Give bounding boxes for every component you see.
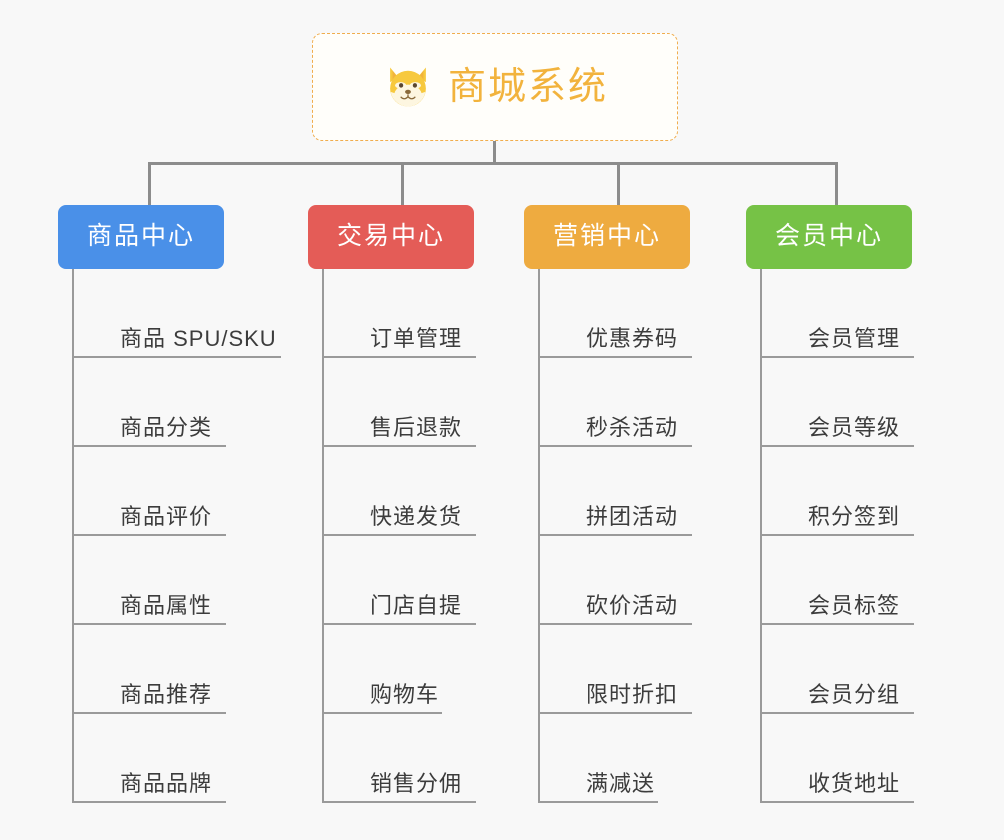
branch-column-2: 交易中心 订单管理 售后退款 快递发货 门店自提 购物车 销售分佣 xyxy=(308,205,558,803)
leaf-label: 会员分组 xyxy=(808,681,901,707)
leaf-item[interactable]: 商品属性 xyxy=(74,536,338,625)
leaf-label: 砍价活动 xyxy=(586,592,679,618)
leaf-item[interactable]: 优惠券码 xyxy=(540,269,774,358)
leaf-label: 积分签到 xyxy=(808,503,901,529)
root-title: 商城系统 xyxy=(447,66,608,108)
shiba-dog-face-icon xyxy=(390,67,426,107)
leaf-item[interactable]: 购物车 xyxy=(324,625,558,714)
leaf-list-2: 订单管理 售后退款 快递发货 门店自提 购物车 销售分佣 xyxy=(322,269,558,803)
branch-header-1[interactable]: 商品中心 xyxy=(58,205,225,269)
leaf-item[interactable]: 门店自提 xyxy=(324,536,558,625)
connector-drop-3 xyxy=(617,162,620,207)
leaf-item[interactable]: 会员等级 xyxy=(762,358,996,447)
leaf-item[interactable]: 积分签到 xyxy=(762,447,996,536)
leaf-label: 商品推荐 xyxy=(120,681,213,707)
leaf-list-1: 商品 SPU/SKU 商品分类 商品评价 商品属性 商品推荐 商品品牌 xyxy=(72,269,338,803)
leaf-label: 售后退款 xyxy=(370,414,463,440)
branch-column-3: 营销中心 优惠券码 秒杀活动 拼团活动 砍价活动 限时折扣 满减送 xyxy=(524,205,774,803)
leaf-label: 商品品牌 xyxy=(120,770,213,796)
connector-root-stem xyxy=(493,141,496,164)
root-node[interactable]: 商城系统 xyxy=(312,33,678,141)
leaf-item[interactable]: 收货地址 xyxy=(762,714,996,803)
leaf-label: 商品分类 xyxy=(120,414,213,440)
branch-header-4[interactable]: 会员中心 xyxy=(746,205,913,269)
leaf-item[interactable]: 会员管理 xyxy=(762,269,996,358)
leaf-item[interactable]: 拼团活动 xyxy=(540,447,774,536)
branch-column-1: 商品中心 商品 SPU/SKU 商品分类 商品评价 商品属性 商品推荐 商品品牌 xyxy=(58,205,338,803)
branch-column-4: 会员中心 会员管理 会员等级 积分签到 会员标签 会员分组 收货地址 xyxy=(746,205,996,803)
leaf-item[interactable]: 会员标签 xyxy=(762,536,996,625)
leaf-label: 会员等级 xyxy=(808,414,901,440)
branch-header-2[interactable]: 交易中心 xyxy=(308,205,475,269)
connector-drop-1 xyxy=(148,162,151,207)
leaf-label: 购物车 xyxy=(370,681,440,707)
leaf-label: 订单管理 xyxy=(370,325,463,351)
leaf-label: 会员标签 xyxy=(808,592,901,618)
leaf-item[interactable]: 秒杀活动 xyxy=(540,358,774,447)
branch-header-3[interactable]: 营销中心 xyxy=(524,205,691,269)
leaf-list-4: 会员管理 会员等级 积分签到 会员标签 会员分组 收货地址 xyxy=(760,269,996,803)
leaf-label: 商品 SPU/SKU xyxy=(120,325,277,351)
leaf-item[interactable]: 商品品牌 xyxy=(74,714,338,803)
connector-horizontal-bus xyxy=(148,162,836,165)
leaf-label: 满减送 xyxy=(586,770,656,796)
leaf-label: 优惠券码 xyxy=(586,325,679,351)
leaf-label: 快递发货 xyxy=(370,503,463,529)
leaf-item[interactable]: 商品评价 xyxy=(74,447,338,536)
leaf-label: 限时折扣 xyxy=(586,681,679,707)
leaf-item[interactable]: 售后退款 xyxy=(324,358,558,447)
leaf-item[interactable]: 订单管理 xyxy=(324,269,558,358)
leaf-item[interactable]: 砍价活动 xyxy=(540,536,774,625)
leaf-label: 拼团活动 xyxy=(586,503,679,529)
leaf-label: 收货地址 xyxy=(808,770,901,796)
leaf-item[interactable]: 限时折扣 xyxy=(540,625,774,714)
leaf-label: 销售分佣 xyxy=(370,770,463,796)
leaf-label: 会员管理 xyxy=(808,325,901,351)
leaf-item[interactable]: 会员分组 xyxy=(762,625,996,714)
leaf-item[interactable]: 满减送 xyxy=(540,714,774,803)
leaf-label: 门店自提 xyxy=(370,592,463,618)
leaf-item[interactable]: 销售分佣 xyxy=(324,714,558,803)
leaf-label: 商品评价 xyxy=(120,503,213,529)
leaf-item[interactable]: 商品推荐 xyxy=(74,625,338,714)
connector-drop-2 xyxy=(401,162,404,207)
connector-drop-4 xyxy=(835,162,838,207)
leaf-item[interactable]: 商品分类 xyxy=(74,358,338,447)
leaf-label: 商品属性 xyxy=(120,592,213,618)
leaf-label: 秒杀活动 xyxy=(586,414,679,440)
leaf-list-3: 优惠券码 秒杀活动 拼团活动 砍价活动 限时折扣 满减送 xyxy=(538,269,774,803)
leaf-item[interactable]: 商品 SPU/SKU xyxy=(74,269,338,358)
leaf-item[interactable]: 快递发货 xyxy=(324,447,558,536)
